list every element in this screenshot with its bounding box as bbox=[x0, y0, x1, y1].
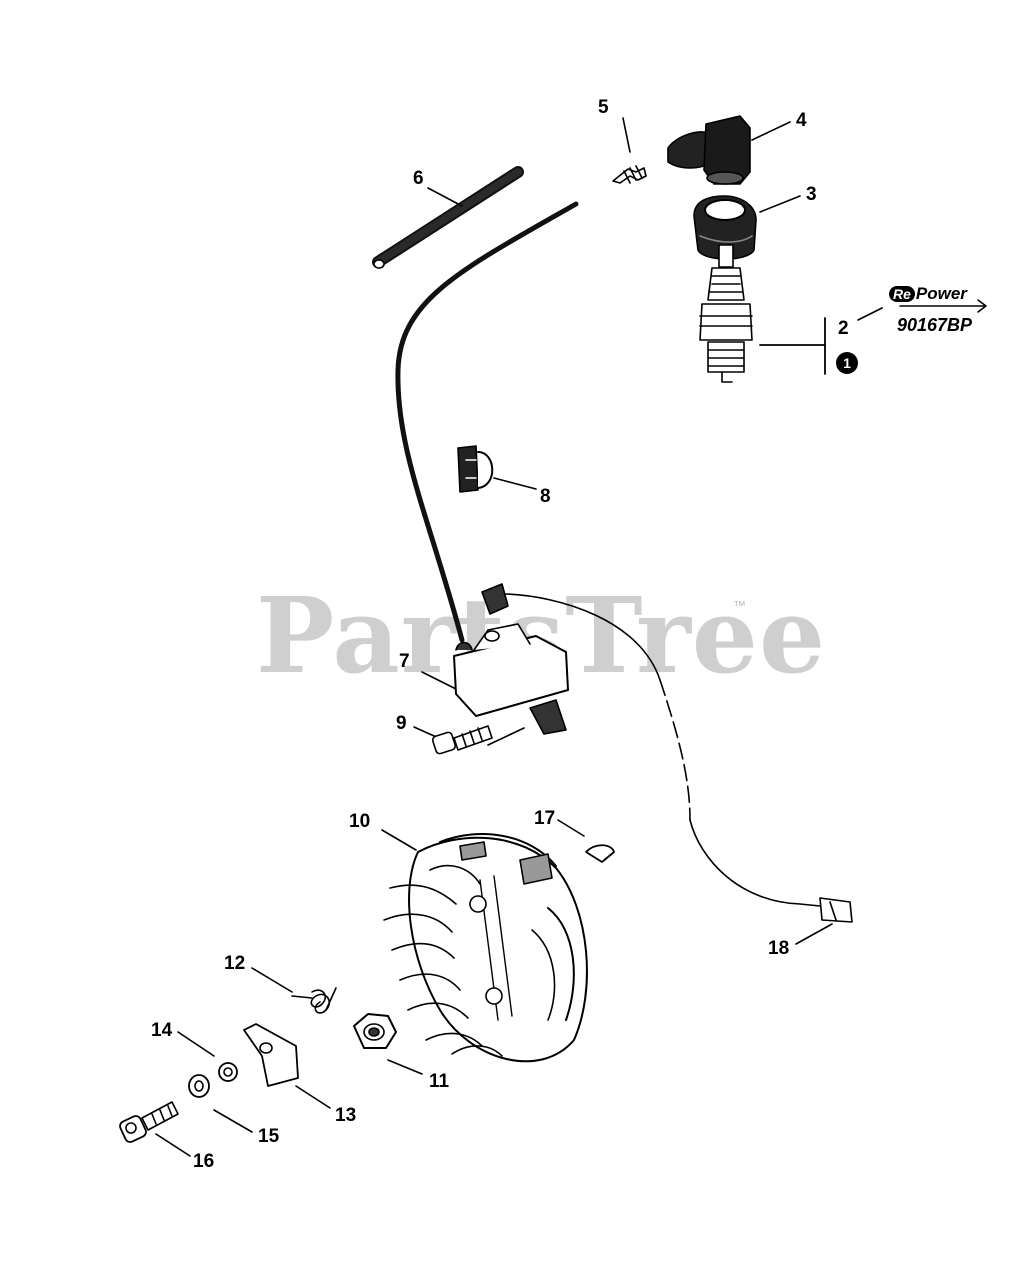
callout-13: 13 bbox=[335, 1105, 357, 1126]
callout-14: 14 bbox=[151, 1020, 173, 1041]
washer-icon bbox=[188, 1074, 210, 1098]
spark-plug-boot-cap-icon bbox=[693, 195, 757, 260]
woodruff-key-icon bbox=[585, 844, 615, 863]
callout-9: 9 bbox=[396, 713, 407, 734]
repower-brand: Power bbox=[915, 284, 967, 303]
kit-marker-badge: 1 bbox=[836, 352, 858, 374]
callout-6: 6 bbox=[413, 168, 424, 189]
repower-badge: Re bbox=[889, 286, 915, 302]
callout-10: 10 bbox=[349, 811, 371, 832]
callout-11: 11 bbox=[429, 1071, 450, 1092]
callout-18: 18 bbox=[768, 938, 790, 959]
pawl-icon bbox=[243, 1023, 299, 1087]
trademark-symbol: ™ bbox=[733, 598, 746, 613]
callout-15: 15 bbox=[258, 1126, 280, 1147]
shoulder-bolt-icon bbox=[119, 1101, 179, 1143]
spring-clip-icon bbox=[612, 165, 647, 184]
callout-8: 8 bbox=[540, 486, 551, 507]
repower-part-number: 90167BP bbox=[897, 315, 973, 335]
callout-2: 2 bbox=[838, 318, 849, 339]
terminal-cap-icon bbox=[667, 115, 751, 185]
coil-screw-icon bbox=[431, 725, 493, 755]
fuel-hose-icon bbox=[372, 166, 524, 269]
spark-plug-icon bbox=[699, 244, 753, 383]
torsion-spring-icon bbox=[291, 987, 337, 1014]
ht-lead-wire-icon bbox=[395, 201, 579, 643]
callout-12: 12 bbox=[224, 953, 246, 974]
stop-switch-wire-icon bbox=[481, 583, 853, 923]
ignition-coil-icon bbox=[453, 623, 569, 735]
callout-7: 7 bbox=[399, 651, 410, 672]
flywheel-icon bbox=[383, 833, 588, 1063]
flywheel-nut-icon bbox=[353, 1013, 397, 1049]
callout-17: 17 bbox=[534, 808, 556, 829]
callout-16: 16 bbox=[193, 1151, 215, 1172]
callout-3: 3 bbox=[806, 184, 817, 205]
callout-5: 5 bbox=[598, 97, 609, 118]
grommet-icon bbox=[457, 445, 494, 493]
callout-4: 4 bbox=[796, 110, 807, 131]
spacer-icon bbox=[218, 1062, 238, 1082]
